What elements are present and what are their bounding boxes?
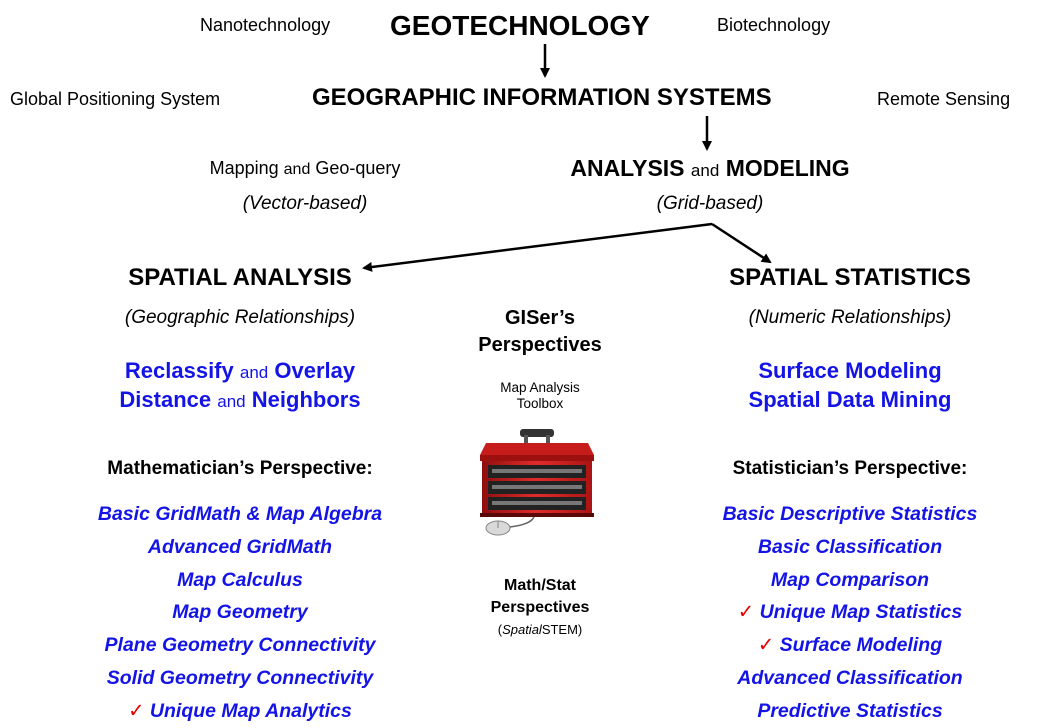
reclassify-overlay: Reclassify and Overlay	[124, 358, 356, 383]
math-list: Basic GridMath & Map Algebra Advanced Gr…	[30, 498, 450, 728]
grid-based-label: (Grid-based)	[656, 193, 764, 214]
gps-label: Global Positioning System	[10, 89, 221, 109]
spatial-analysis-subtitle: (Geographic Relationships)	[124, 307, 356, 328]
arrow-to-spatial-analysis	[362, 222, 713, 272]
spatialstem-label: (SpatialSTEM)	[497, 622, 583, 637]
mathematician-perspective: Mathematician’s Perspective:	[107, 458, 373, 479]
biotech-label: Biotechnology	[717, 15, 831, 35]
gis-title: GEOGRAPHIC INFORMATION SYSTEMS	[312, 84, 772, 111]
check-icon: ✓	[757, 634, 775, 657]
spatial-statistics-title: SPATIAL STATISTICS	[729, 264, 971, 291]
gisers-perspectives: GISer’s Perspectives	[478, 307, 602, 356]
remote-sensing-label: Remote Sensing	[877, 89, 1011, 109]
arrow-to-spatial-statistics	[711, 222, 772, 264]
toolbox-icon	[480, 429, 594, 536]
mapping-geoquery: Mapping and Geo-query	[209, 158, 401, 178]
list-item: Map Comparison	[770, 568, 930, 591]
list-item: Map Geometry	[172, 601, 308, 624]
analysis-modeling-title: ANALYSIS and MODELING	[570, 155, 850, 181]
geotechnology-title: GEOTECHNOLOGY	[390, 10, 650, 41]
list-item: Basic GridMath & Map Algebra	[97, 503, 383, 525]
vector-based-label: (Vector-based)	[242, 193, 368, 214]
list-item: Basic Classification	[757, 535, 943, 558]
list-item: Advanced GridMath	[147, 535, 333, 558]
list-item: Predictive Statistics	[757, 699, 943, 722]
list-item: ✓ Unique Map Analytics	[128, 699, 352, 722]
math-stat-perspectives: Math/Stat Perspectives	[490, 577, 590, 616]
list-item: Plane Geometry Connectivity	[104, 634, 376, 657]
spatial-statistics-subtitle: (Numeric Relationships)	[748, 307, 952, 328]
spatial-analysis-title: SPATIAL ANALYSIS	[128, 264, 352, 291]
toolbox-caption: Map Analysis Toolbox	[500, 380, 580, 411]
nanotech-label: Nanotechnology	[200, 15, 331, 35]
distance-neighbors: Distance and Neighbors	[119, 387, 361, 412]
statistician-perspective: Statistician’s Perspective:	[732, 458, 968, 479]
list-item: Advanced Classification	[737, 666, 963, 689]
list-item: Basic Descriptive Statistics	[722, 503, 978, 525]
list-item: Solid Geometry Connectivity	[106, 666, 374, 689]
surface-modeling: Surface Modeling	[758, 358, 942, 383]
spatial-data-mining: Spatial Data Mining	[748, 387, 952, 412]
list-item: ✓ Surface Modeling	[757, 634, 943, 657]
stat-list: Basic Descriptive Statistics Basic Class…	[650, 498, 1050, 728]
check-icon: ✓	[128, 699, 145, 722]
list-item: Map Calculus	[177, 568, 303, 591]
check-icon: ✓	[737, 601, 755, 624]
list-item: ✓ Unique Map Statistics	[737, 601, 963, 624]
